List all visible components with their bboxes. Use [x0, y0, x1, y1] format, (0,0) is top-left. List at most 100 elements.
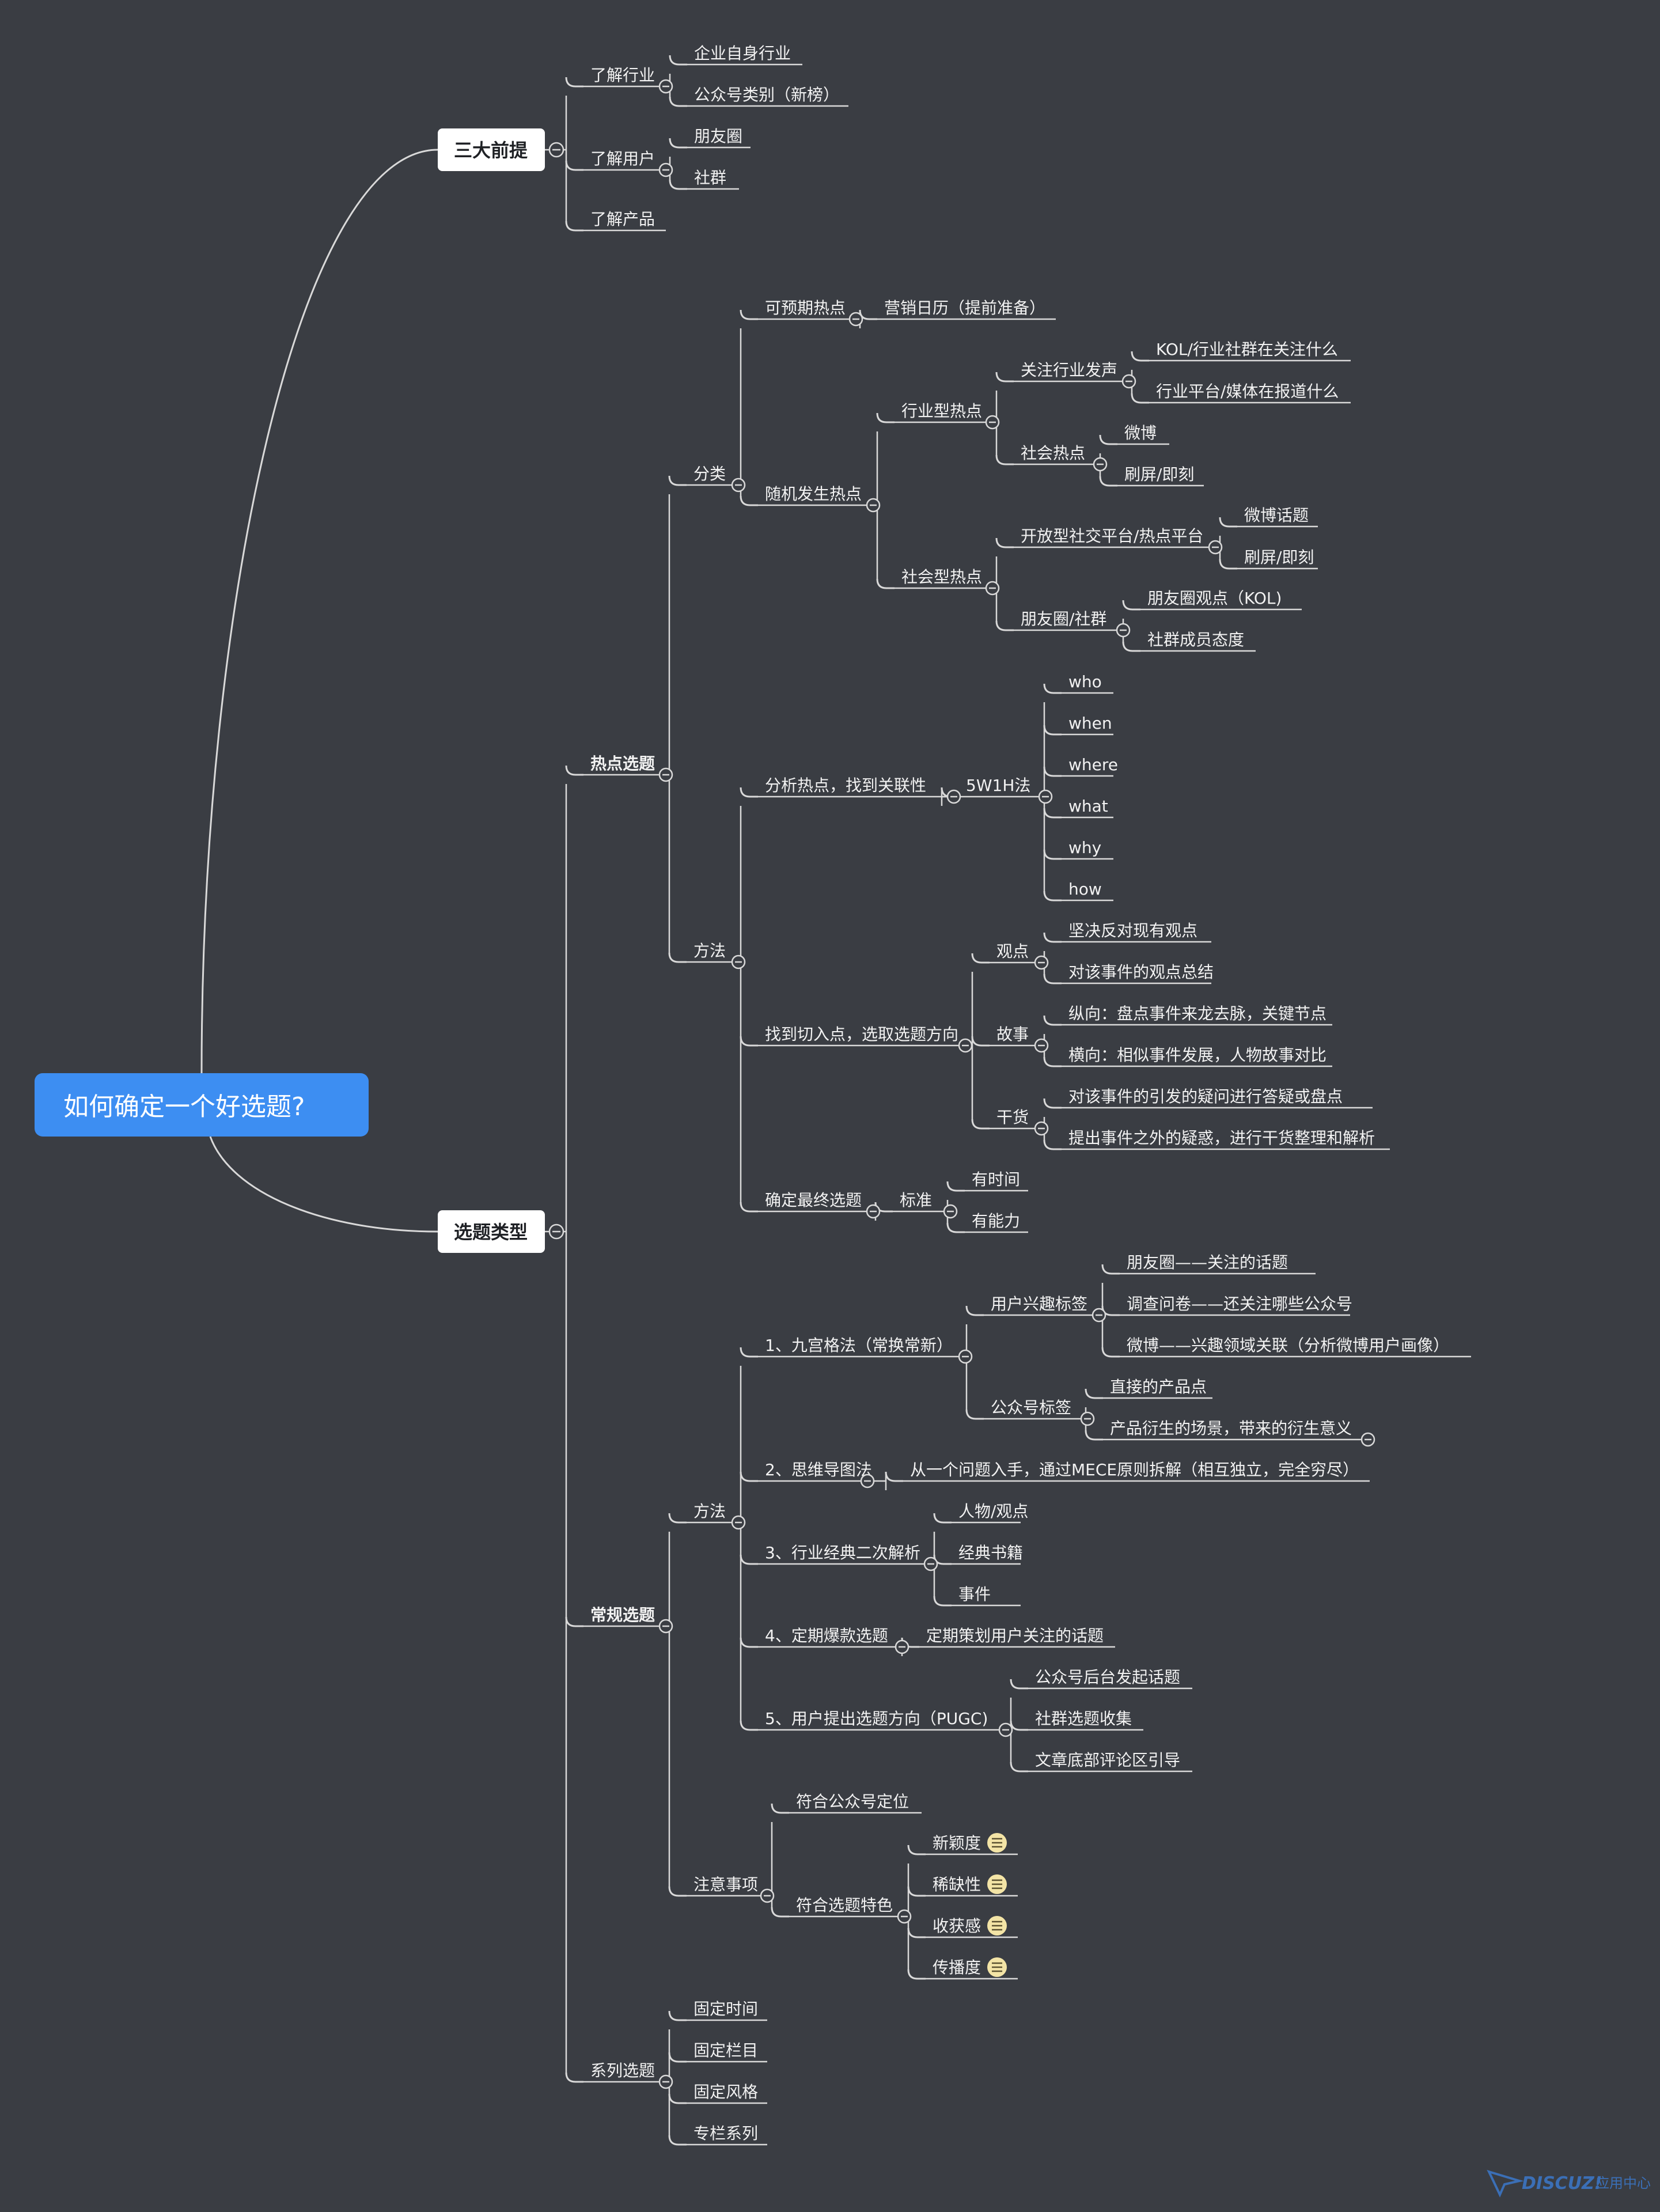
topic-1-1-1-1-2[interactable]: 收获感	[933, 1916, 1007, 1936]
topic-1-0-0-0[interactable]: 可预期热点	[765, 298, 863, 327]
collapse-toggle[interactable]	[895, 1639, 909, 1654]
topic-1-1-0-3[interactable]: 4、定期爆款选题	[765, 1626, 909, 1654]
note-icon[interactable]	[987, 1957, 1007, 1977]
topic-1-0-0-1-1-0[interactable]: 开放型社交平台/热点平台	[1021, 527, 1223, 555]
topic-1-0-1-2-0[interactable]: 标准	[900, 1191, 958, 1219]
topic-1-2-3[interactable]: 专栏系列	[693, 2124, 758, 2143]
collapse-toggle[interactable]	[860, 1474, 875, 1488]
topic-1-1-0-0[interactable]: 1、九宫格法（常换常新）	[765, 1336, 973, 1364]
topic-1-1-0-0-1[interactable]: 公众号标签	[991, 1398, 1095, 1426]
topic-0-1-0[interactable]: 朋友圈	[694, 127, 742, 146]
topic-1-1-0-2-2[interactable]: 事件	[958, 1585, 991, 1604]
collapse-toggle[interactable]	[1091, 1308, 1106, 1323]
topic-0-1[interactable]: 了解用户	[590, 149, 673, 177]
topic-1-0-1-0-0-2[interactable]: where	[1068, 755, 1118, 774]
topic-1-0-0-1-1-0-0[interactable]: 微博话题	[1244, 506, 1309, 525]
topic-1-0-1-0-0-3[interactable]: what	[1068, 797, 1108, 816]
topic-1-0-1-1-2-1[interactable]: 提出事件之外的疑惑，进行干货整理和解析	[1068, 1128, 1375, 1147]
topic-1-0-1-0-0[interactable]: 5W1H法	[966, 776, 1053, 804]
topic-1-0-0-1-1-0-1[interactable]: 刷屏/即刻	[1244, 548, 1314, 567]
collapse-toggle[interactable]	[985, 415, 1000, 430]
topic-0-0-1[interactable]: 公众号类别（新榜）	[694, 85, 839, 104]
collapse-toggle[interactable]	[658, 767, 673, 782]
root-topic[interactable]: 如何确定一个好选题?	[35, 1073, 369, 1137]
topic-1-1-0-0-0-2[interactable]: 微博——兴趣领域关联（分析微博用户画像）	[1127, 1336, 1449, 1355]
topic-0-0[interactable]: 了解行业	[590, 66, 673, 94]
topic-1-1-0-0-1-1[interactable]: 产品衍生的场景，带来的衍生意义	[1110, 1419, 1375, 1447]
topic-1-0-1-1-1[interactable]: 故事	[996, 1025, 1049, 1053]
topic-1-1-0-2-1[interactable]: 经典书籍	[958, 1543, 1023, 1562]
topic-1-0-1-1[interactable]: 找到切入点，选取选题方向	[765, 1025, 973, 1053]
collapse-toggle[interactable]	[1208, 540, 1223, 555]
topic-1-0-0-1-0-1[interactable]: 社会热点	[1021, 444, 1108, 472]
collapse-toggle[interactable]	[1093, 457, 1108, 472]
topic-1-1-0-0-0-0[interactable]: 朋友圈——关注的话题	[1127, 1253, 1288, 1272]
topic-1-0-1-1-2[interactable]: 干货	[996, 1108, 1049, 1136]
collapse-toggle[interactable]	[1080, 1411, 1095, 1426]
collapse-toggle[interactable]	[1116, 623, 1131, 638]
topic-1-1-0-4-1[interactable]: 社群选题收集	[1035, 1709, 1132, 1728]
topic-1-0-1-1-1-1[interactable]: 横向：相似事件发展，人物故事对比	[1068, 1046, 1327, 1065]
collapse-toggle[interactable]	[658, 2074, 673, 2089]
topic-1-1[interactable]: 常规选题	[590, 1605, 673, 1634]
topic-1-2-0[interactable]: 固定时间	[693, 1999, 758, 2018]
topic-1-0-0-1-1-1[interactable]: 朋友圈/社群	[1021, 609, 1131, 638]
topic-1-0-1-1-0-0[interactable]: 坚决反对现有观点	[1068, 921, 1197, 940]
topic-1-0-0-1-0[interactable]: 行业型热点	[901, 402, 1000, 430]
topic-1-0-1-0-0-1[interactable]: when	[1068, 714, 1112, 733]
collapse-toggle[interactable]	[658, 162, 673, 177]
collapse-toggle[interactable]	[866, 498, 881, 513]
topic-1-1-1-1-0[interactable]: 新颖度	[933, 1833, 1007, 1853]
topic-1-0-0-1-1-1-1[interactable]: 社群成员态度	[1147, 630, 1244, 649]
topic-1-0-0-1-1[interactable]: 社会型热点	[901, 567, 1000, 596]
topic-1-0-0-1-0-0-1[interactable]: 行业平台/媒体在报道什么	[1156, 382, 1339, 401]
topic-1-2[interactable]: 系列选题	[590, 2061, 673, 2089]
branch-topic-types[interactable]: 选题类型	[438, 1210, 545, 1253]
topic-0-1-1[interactable]: 社群	[694, 168, 726, 187]
topic-1-0[interactable]: 热点选题	[590, 754, 673, 782]
topic-1-0-0-1[interactable]: 随机发生热点	[765, 484, 881, 513]
topic-1-0-1-0-0-4[interactable]: why	[1068, 838, 1101, 857]
topic-1-0-1-1-0-1[interactable]: 对该事件的观点总结	[1068, 963, 1214, 982]
topic-1-0-1[interactable]: 方法	[693, 941, 746, 969]
topic-1-1-1-1-3[interactable]: 传播度	[933, 1957, 1007, 1977]
topic-1-1-0-4[interactable]: 5、用户提出选题方向（PUGC)	[765, 1709, 1013, 1737]
topic-1-0-1-1-2-0[interactable]: 对该事件的引发的疑问进行答疑或盘点	[1068, 1087, 1343, 1106]
collapse-toggle[interactable]	[985, 581, 1000, 596]
collapse-toggle[interactable]	[548, 142, 564, 158]
collapse-toggle[interactable]	[658, 79, 673, 94]
collapse-toggle[interactable]	[943, 1204, 958, 1219]
collapse-toggle[interactable]	[1360, 1432, 1375, 1447]
topic-1-0-1-2[interactable]: 确定最终选题	[765, 1191, 881, 1219]
collapse-toggle[interactable]	[1034, 1121, 1049, 1136]
topic-1-0-0-1-0-1-0[interactable]: 微博	[1124, 423, 1157, 442]
topic-1-0-0-1-1-1-0[interactable]: 朋友圈观点（KOL)	[1147, 589, 1282, 608]
topic-1-0-1-0-0-5[interactable]: how	[1068, 880, 1102, 899]
topic-1-0-1-0-0-0[interactable]: who	[1068, 672, 1102, 691]
collapse-toggle[interactable]	[1121, 374, 1136, 389]
topic-1-0-1-0[interactable]: 分析热点，找到关联性	[765, 776, 961, 804]
collapse-toggle[interactable]	[946, 789, 961, 804]
topic-1-0-1-2-0-1[interactable]: 有能力	[972, 1211, 1020, 1230]
topic-1-1-0-4-2[interactable]: 文章底部评论区引导	[1035, 1751, 1180, 1770]
topic-1-0-0-1-0-1-1[interactable]: 刷屏/即刻	[1124, 465, 1194, 484]
collapse-toggle[interactable]	[731, 478, 746, 493]
collapse-toggle[interactable]	[923, 1556, 938, 1571]
topic-1-1-0-0-1-0[interactable]: 直接的产品点	[1110, 1377, 1207, 1396]
note-icon[interactable]	[987, 1916, 1007, 1936]
branch-three-premises[interactable]: 三大前提	[438, 128, 545, 171]
collapse-toggle[interactable]	[1034, 1038, 1049, 1053]
topic-1-1-1-1[interactable]: 符合选题特色	[796, 1896, 912, 1924]
topic-1-1-0-0-0-1[interactable]: 调查问卷——还关注哪些公众号	[1127, 1294, 1352, 1313]
topic-1-1-0-1[interactable]: 2、思维导图法	[765, 1460, 875, 1488]
topic-1-1-0-2-0[interactable]: 人物/观点	[958, 1502, 1028, 1521]
collapse-toggle[interactable]	[1038, 789, 1053, 804]
collapse-toggle[interactable]	[731, 955, 746, 969]
topic-1-1-1-0[interactable]: 符合公众号定位	[796, 1792, 909, 1811]
collapse-toggle[interactable]	[897, 1909, 912, 1924]
topic-1-0-1-1-0[interactable]: 观点	[996, 942, 1049, 970]
collapse-toggle[interactable]	[848, 312, 863, 327]
topic-1-0-0[interactable]: 分类	[693, 464, 746, 493]
topic-1-1-0-4-0[interactable]: 公众号后台发起话题	[1035, 1668, 1180, 1687]
note-icon[interactable]	[987, 1874, 1007, 1894]
